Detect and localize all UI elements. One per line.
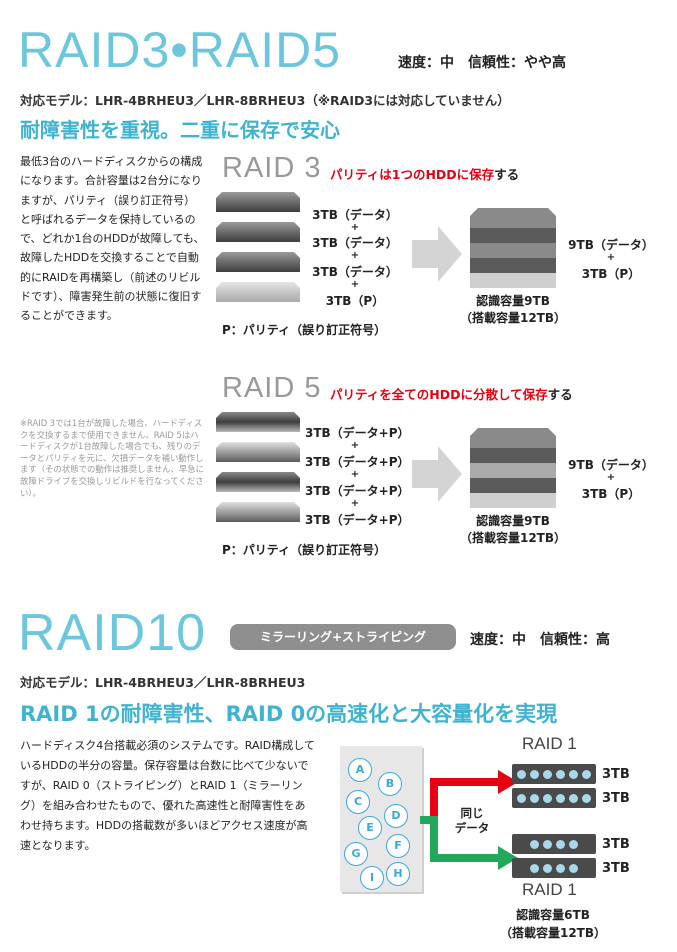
data-document-icon: A B C D E F G H I — [340, 746, 422, 892]
raid3-disk-label: 3TB（データ） — [312, 265, 398, 279]
raid35-body: 最低3台のハードディスクからの構成になります。合計容量は2台分になりますが、パリ… — [20, 155, 205, 323]
disk-size-label: 3TB — [602, 837, 630, 852]
raid5-disk-label: 3TB（データ+P） — [305, 426, 410, 440]
letter-circle: B — [378, 772, 402, 796]
plus-sign: + — [350, 498, 360, 509]
raid5-desc-red: パリティを全てのHDDに分散して保存 — [330, 387, 548, 402]
raid5-array-icon — [470, 428, 556, 508]
disk-icon — [216, 192, 300, 212]
raid10-headline: RAID 1の耐障害性、RAID 0の高速化と大容量化を実現 — [20, 702, 558, 726]
letter-circle: E — [358, 816, 382, 840]
disk-icon — [216, 282, 300, 302]
plus-sign: + — [606, 472, 616, 483]
raid35-title: RAID3•RAID5 — [18, 22, 342, 78]
raid3-footnote: P：パリティ（誤り訂正符号） — [222, 323, 387, 337]
same-data-label: 同じ データ — [440, 806, 504, 836]
disk-size-label: 3TB — [602, 861, 630, 876]
disk-icon — [216, 442, 300, 462]
same-data-line: データ — [454, 821, 490, 835]
letter-circle: I — [360, 866, 384, 890]
raid10-title: RAID10 — [18, 604, 207, 662]
raid10-badge: ミラーリング+ストライピング — [230, 624, 456, 650]
raid10-capacity: 認識容量6TB — [516, 908, 590, 922]
raid3-disk-label: 3TB（データ） — [312, 208, 398, 222]
raid5-result-top: 9TB（データ） — [568, 458, 654, 472]
raid10-spec: 速度：中 信頼性：高 — [470, 632, 610, 648]
raid5-disk-label: 3TB（データ+P） — [305, 455, 410, 469]
arrow-right-icon — [412, 446, 462, 502]
raid3-desc-red: パリティは1つのHDDに保存 — [330, 167, 495, 182]
raid5-desc-black: する — [547, 387, 573, 402]
raid35-models: 対応モデル：LHR-4BRHEU3／LHR-8BRHEU3（※RAID3には対応… — [20, 93, 510, 108]
plus-sign: + — [350, 469, 360, 480]
raid1-bottom-label: RAID 1 — [522, 880, 577, 899]
letter-circle: F — [386, 834, 410, 858]
raid3-capacity-sub: （搭載容量12TB） — [459, 311, 567, 325]
plus-sign: + — [350, 440, 360, 451]
raid3-array-icon — [470, 208, 556, 288]
plus-sign: + — [350, 279, 360, 290]
letter-circle: D — [384, 804, 408, 828]
same-data-line: 同じ — [460, 806, 484, 820]
raid3-result-bottom: 3TB（P） — [581, 267, 641, 281]
disk-icon — [216, 412, 300, 432]
raid10-body: ハードディスク4台搭載必須のシステムです。RAID構成しているHDDの半分の容量… — [20, 739, 315, 852]
raid3-disk-label: 3TB（P） — [325, 294, 385, 308]
letter-circle: C — [346, 790, 370, 814]
letter-circle: G — [344, 842, 368, 866]
raid5-footnote: P：パリティ（誤り訂正符号） — [222, 543, 387, 557]
disk-icon — [216, 222, 300, 242]
green-arrow-icon — [420, 816, 518, 870]
disk-icon — [216, 252, 300, 272]
raid1-top-label: RAID 1 — [522, 734, 577, 753]
raid5-capacity-sub: （搭載容量12TB） — [459, 531, 567, 545]
raid5-disk-stack — [216, 412, 300, 522]
raid5-description: パリティを全てのHDDに分散して保存する — [330, 384, 573, 403]
raid5-label: RAID 5 — [222, 372, 322, 404]
raid3-desc-black: する — [494, 167, 520, 182]
disk-size-label: 3TB — [602, 767, 630, 782]
raid5-capacity: 認識容量9TB — [476, 514, 550, 528]
disk-icon — [216, 502, 300, 522]
raid35-note: ※RAID 3では1台が故障した場合、ハードディスクを交換するまで使用できません… — [20, 418, 204, 498]
split-arrows — [420, 770, 518, 870]
raid3-capacity: 認識容量9TB — [476, 294, 550, 308]
letter-circle: A — [348, 758, 372, 782]
letter-circle: H — [386, 862, 410, 886]
raid3-result-top: 9TB（データ） — [568, 238, 654, 252]
disk-icon — [512, 858, 596, 878]
raid35-spec: 速度：中 信頼性：やや高 — [398, 55, 566, 71]
raid3-description: パリティは1つのHDDに保存する — [330, 164, 519, 183]
arrow-right-icon — [412, 226, 462, 282]
raid5-disk-label: 3TB（データ+P） — [305, 513, 410, 527]
plus-sign: + — [606, 252, 616, 263]
plus-sign: + — [350, 222, 360, 233]
disk-size-label: 3TB — [602, 791, 630, 806]
disk-icon — [512, 834, 596, 854]
raid10-capacity-sub: （搭載容量12TB） — [499, 926, 607, 940]
raid5-disk-label: 3TB（データ+P） — [305, 484, 410, 498]
raid3-disk-label: 3TB（データ） — [312, 236, 398, 250]
raid5-result-bottom: 3TB（P） — [581, 487, 641, 501]
plus-sign: + — [350, 250, 360, 261]
raid10-models: 対応モデル：LHR-4BRHEU3／LHR-8BRHEU3 — [20, 675, 306, 690]
disk-icon — [216, 472, 300, 492]
raid3-disk-stack — [216, 192, 300, 302]
disk-icon — [512, 764, 596, 784]
raid35-headline: 耐障害性を重視。二重に保存で安心 — [20, 118, 340, 142]
raid3-label: RAID 3 — [222, 152, 322, 184]
disk-icon — [512, 788, 596, 808]
